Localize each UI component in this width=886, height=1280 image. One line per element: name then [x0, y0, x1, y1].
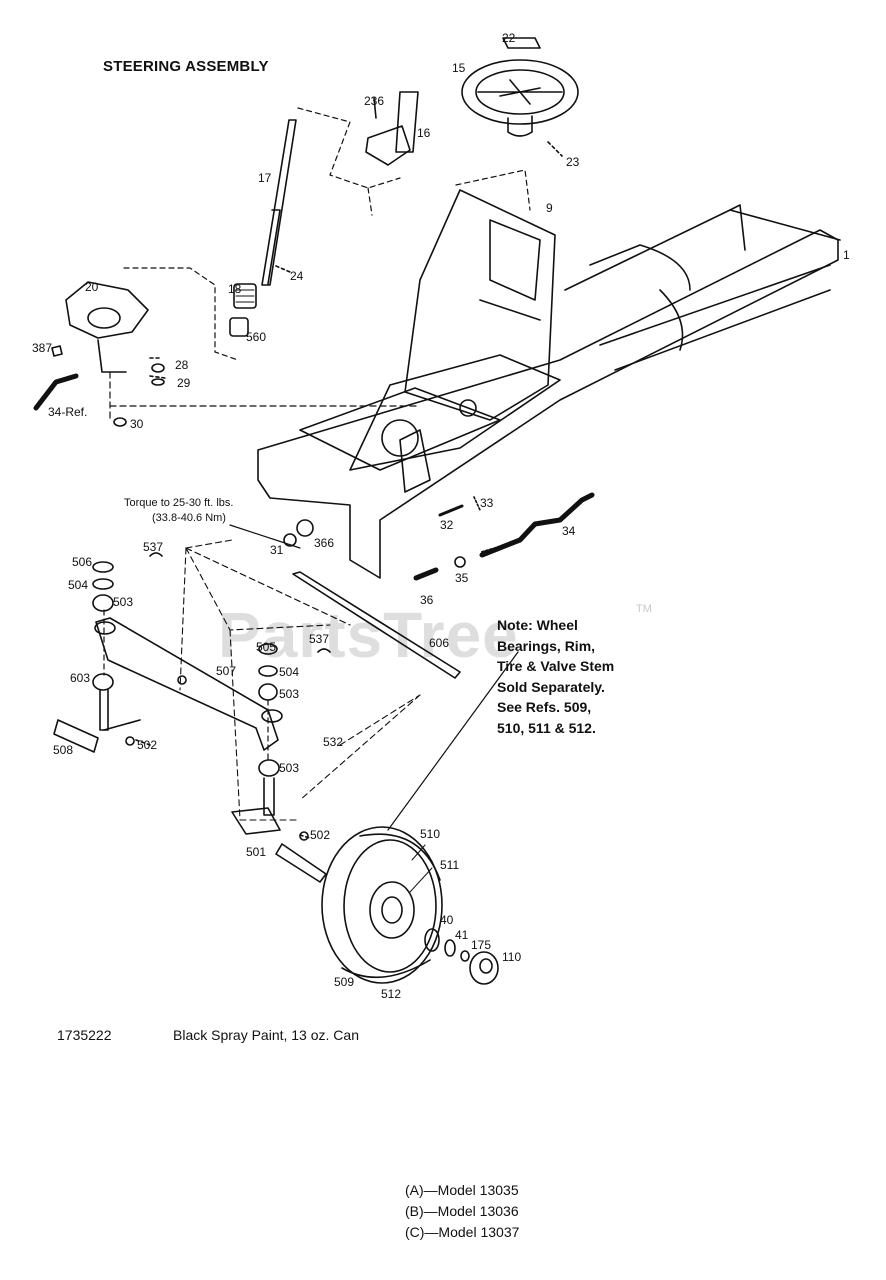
callout-1: 1 [843, 248, 850, 262]
watermark: PartsTree [218, 599, 519, 671]
callout-510: 510 [420, 827, 441, 841]
callout-36: 36 [420, 593, 434, 607]
callout-506: 506 [72, 555, 93, 569]
callout-175: 175 [471, 938, 492, 952]
note-line-3: Tire & Valve Stem [497, 658, 615, 674]
callout-18: 18 [228, 282, 242, 296]
callout-502-right: 502 [310, 828, 331, 842]
callout-606: 606 [429, 636, 450, 650]
callout-23: 23 [566, 155, 580, 169]
callout-22: 22 [502, 31, 516, 45]
callout-35: 35 [455, 571, 469, 585]
callout-16: 16 [417, 126, 431, 140]
steering-wheel [461, 37, 579, 137]
callout-511: 511 [440, 858, 460, 872]
callout-366: 366 [314, 536, 335, 550]
callout-502-left: 502 [137, 738, 158, 752]
model-legend: (A)—Model 13035 (B)—Model 13036 (C)—Mode… [405, 1180, 519, 1243]
callout-29: 29 [177, 376, 191, 390]
model-c: (C)—Model 13037 [405, 1224, 520, 1240]
part-number: 1735222 [57, 1027, 112, 1043]
callout-110: 110 [502, 950, 522, 964]
callout-20: 20 [85, 280, 99, 294]
callout-15: 15 [452, 61, 466, 75]
callout-537-right: 537 [309, 632, 330, 646]
torque-line-1: Torque to 25-30 ft. lbs. [124, 497, 234, 509]
callout-34-ref: 34-Ref. [48, 405, 88, 419]
diagram-title: STEERING ASSEMBLY [103, 58, 269, 75]
steering-shaft [261, 119, 297, 286]
callout-24: 24 [290, 269, 304, 283]
callout-508: 508 [53, 743, 74, 757]
torque-annotation: Torque to 25-30 ft. lbs. (33.8-40.6 Nm) [124, 496, 233, 526]
callout-41: 41 [455, 928, 469, 942]
callout-40: 40 [440, 913, 454, 927]
wheel-note: Note: Wheel Bearings, Rim, Tire & Valve … [497, 615, 672, 738]
part-description: Black Spray Paint, 13 oz. Can [173, 1027, 359, 1043]
callout-503-lower: 503 [279, 761, 300, 775]
callout-532: 532 [323, 735, 344, 749]
callout-387: 387 [32, 341, 53, 355]
main-frame [257, 189, 841, 579]
pinion-gear [229, 283, 257, 337]
callout-31: 31 [270, 543, 284, 557]
watermark-trademark: TM [636, 603, 652, 615]
callout-28: 28 [175, 358, 189, 372]
note-line-2: Bearings, Rim, [497, 637, 596, 654]
model-b: (B)—Model 13036 [405, 1203, 519, 1219]
front-wheel [321, 826, 443, 984]
note-line-5: See Refs. 509, [497, 699, 592, 715]
callout-34: 34 [562, 524, 576, 538]
model-a: (A)—Model 13035 [405, 1182, 519, 1198]
note-line-6: 510, 511 & 512. [497, 719, 596, 736]
callout-503-right: 503 [279, 687, 300, 701]
steering-column [365, 91, 419, 166]
callout-9: 9 [546, 201, 553, 215]
torque-line-2: (33.8-40.6 Nm) [152, 512, 226, 524]
callout-512: 512 [381, 987, 402, 1001]
sector-gear [51, 281, 149, 373]
callout-507: 507 [216, 664, 237, 678]
callout-501: 501 [246, 845, 267, 859]
note-line-4: Sold Separately. [497, 678, 605, 695]
note-line-1: Note: Wheel [497, 617, 578, 633]
callout-33: 33 [480, 496, 494, 510]
callout-603: 603 [70, 671, 91, 685]
callout-236: 236 [364, 94, 385, 108]
callout-560: 560 [246, 330, 267, 344]
callout-504-right: 504 [279, 665, 300, 679]
callout-30: 30 [130, 417, 144, 431]
callout-32: 32 [440, 518, 454, 532]
callout-504-left: 504 [68, 578, 89, 592]
callout-503-left: 503 [113, 595, 134, 609]
callout-17: 17 [258, 171, 272, 185]
callout-537-left: 537 [143, 540, 164, 554]
callout-509: 509 [334, 975, 355, 989]
front-axle [94, 617, 283, 751]
callout-505: 505 [256, 640, 277, 654]
